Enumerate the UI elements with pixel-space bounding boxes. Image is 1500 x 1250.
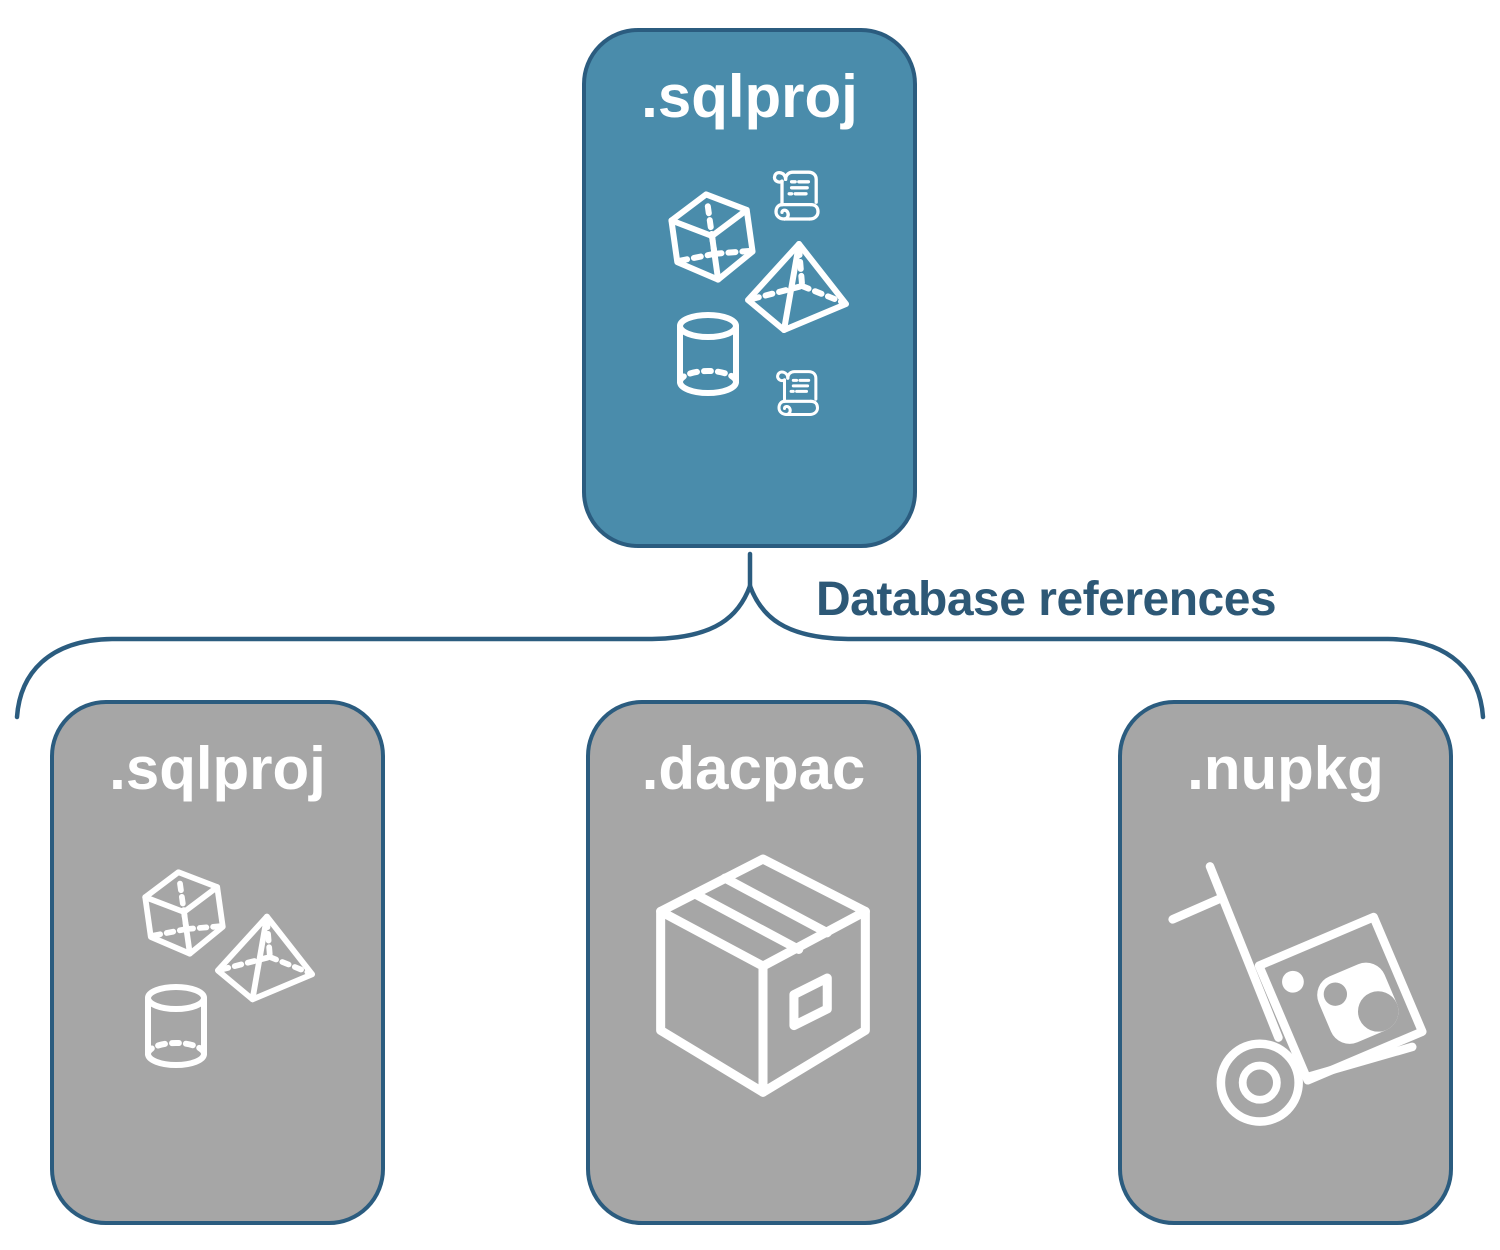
brace-connector [14, 551, 1486, 720]
card-sqlproj-top: .sqlproj [582, 28, 917, 548]
scroll-icon [772, 170, 820, 221]
cylinder-icon [677, 312, 739, 396]
nuget-hand-truck-icon [1168, 862, 1427, 1126]
card-dacpac: .dacpac [586, 700, 921, 1225]
card-sqlproj-bottom: .sqlproj [50, 700, 385, 1225]
connector-label: Database references [816, 573, 1277, 626]
card-title: .dacpac [641, 735, 866, 802]
pyramid-icon [745, 241, 849, 333]
cube-icon [668, 191, 756, 283]
pyramid-icon [214, 913, 316, 1003]
card-title: .sqlproj [641, 63, 858, 130]
card-title: .sqlproj [109, 735, 326, 802]
cylinder-icon [145, 984, 207, 1068]
card-nupkg: .nupkg [1118, 700, 1453, 1225]
package-box-icon [656, 854, 870, 1097]
cube-icon [142, 869, 226, 957]
scroll-icon [776, 370, 820, 417]
card-title: .nupkg [1187, 735, 1384, 802]
